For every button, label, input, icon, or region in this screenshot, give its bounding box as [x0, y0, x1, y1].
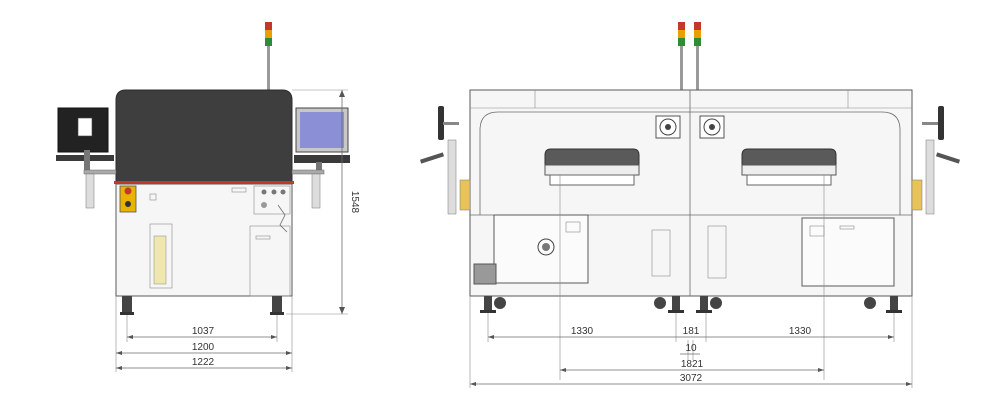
beacon-red	[265, 22, 272, 30]
lower-left-panel	[493, 214, 589, 284]
side-gap-label: 10	[685, 343, 697, 354]
beacon-amber	[265, 30, 272, 38]
side-span-label: 1821	[681, 359, 704, 370]
right-monitor-icon	[291, 107, 350, 209]
red-stripe	[114, 181, 294, 184]
front-height-label: 1548	[349, 191, 360, 214]
feet	[120, 296, 284, 315]
print-head-left	[544, 148, 640, 186]
left-side-monitor-icon	[419, 106, 471, 215]
height-dimension	[286, 89, 348, 315]
front-width-mid-label: 1200	[192, 342, 215, 353]
emergency-stop-icon	[119, 185, 137, 213]
width-dimensions	[115, 296, 293, 372]
signal-tower-icon	[265, 22, 272, 90]
print-head-right	[741, 148, 837, 186]
side-dimension-lines	[469, 175, 913, 388]
door-window	[149, 223, 173, 289]
casters	[480, 296, 902, 313]
lower-right-panel	[801, 217, 895, 287]
center-panel	[651, 229, 671, 277]
side-overall-label: 3072	[680, 373, 703, 384]
side-middle-small-label: 181	[683, 326, 700, 337]
cabinet-door	[249, 225, 291, 297]
machine-body	[115, 183, 293, 297]
left-monitor-icon	[56, 107, 117, 209]
side-view: 1330 181 1330 10 1821 3072	[419, 22, 961, 388]
right-side-monitor-icon	[911, 106, 961, 215]
right-control-panel	[253, 185, 291, 215]
center-panel-right	[707, 225, 727, 279]
front-view: 1037 1200 1222 1548	[56, 22, 360, 372]
front-width-outer-label: 1222	[192, 357, 215, 368]
front-width-inner-label: 1037	[192, 326, 215, 337]
machine-hood	[115, 89, 293, 184]
fan-icon	[655, 115, 725, 139]
power-box	[473, 263, 497, 285]
signal-tower-icon	[678, 22, 701, 90]
side-left-section-label: 1330	[571, 326, 594, 337]
side-right-section-label: 1330	[789, 326, 812, 337]
beacon-green	[265, 38, 272, 46]
